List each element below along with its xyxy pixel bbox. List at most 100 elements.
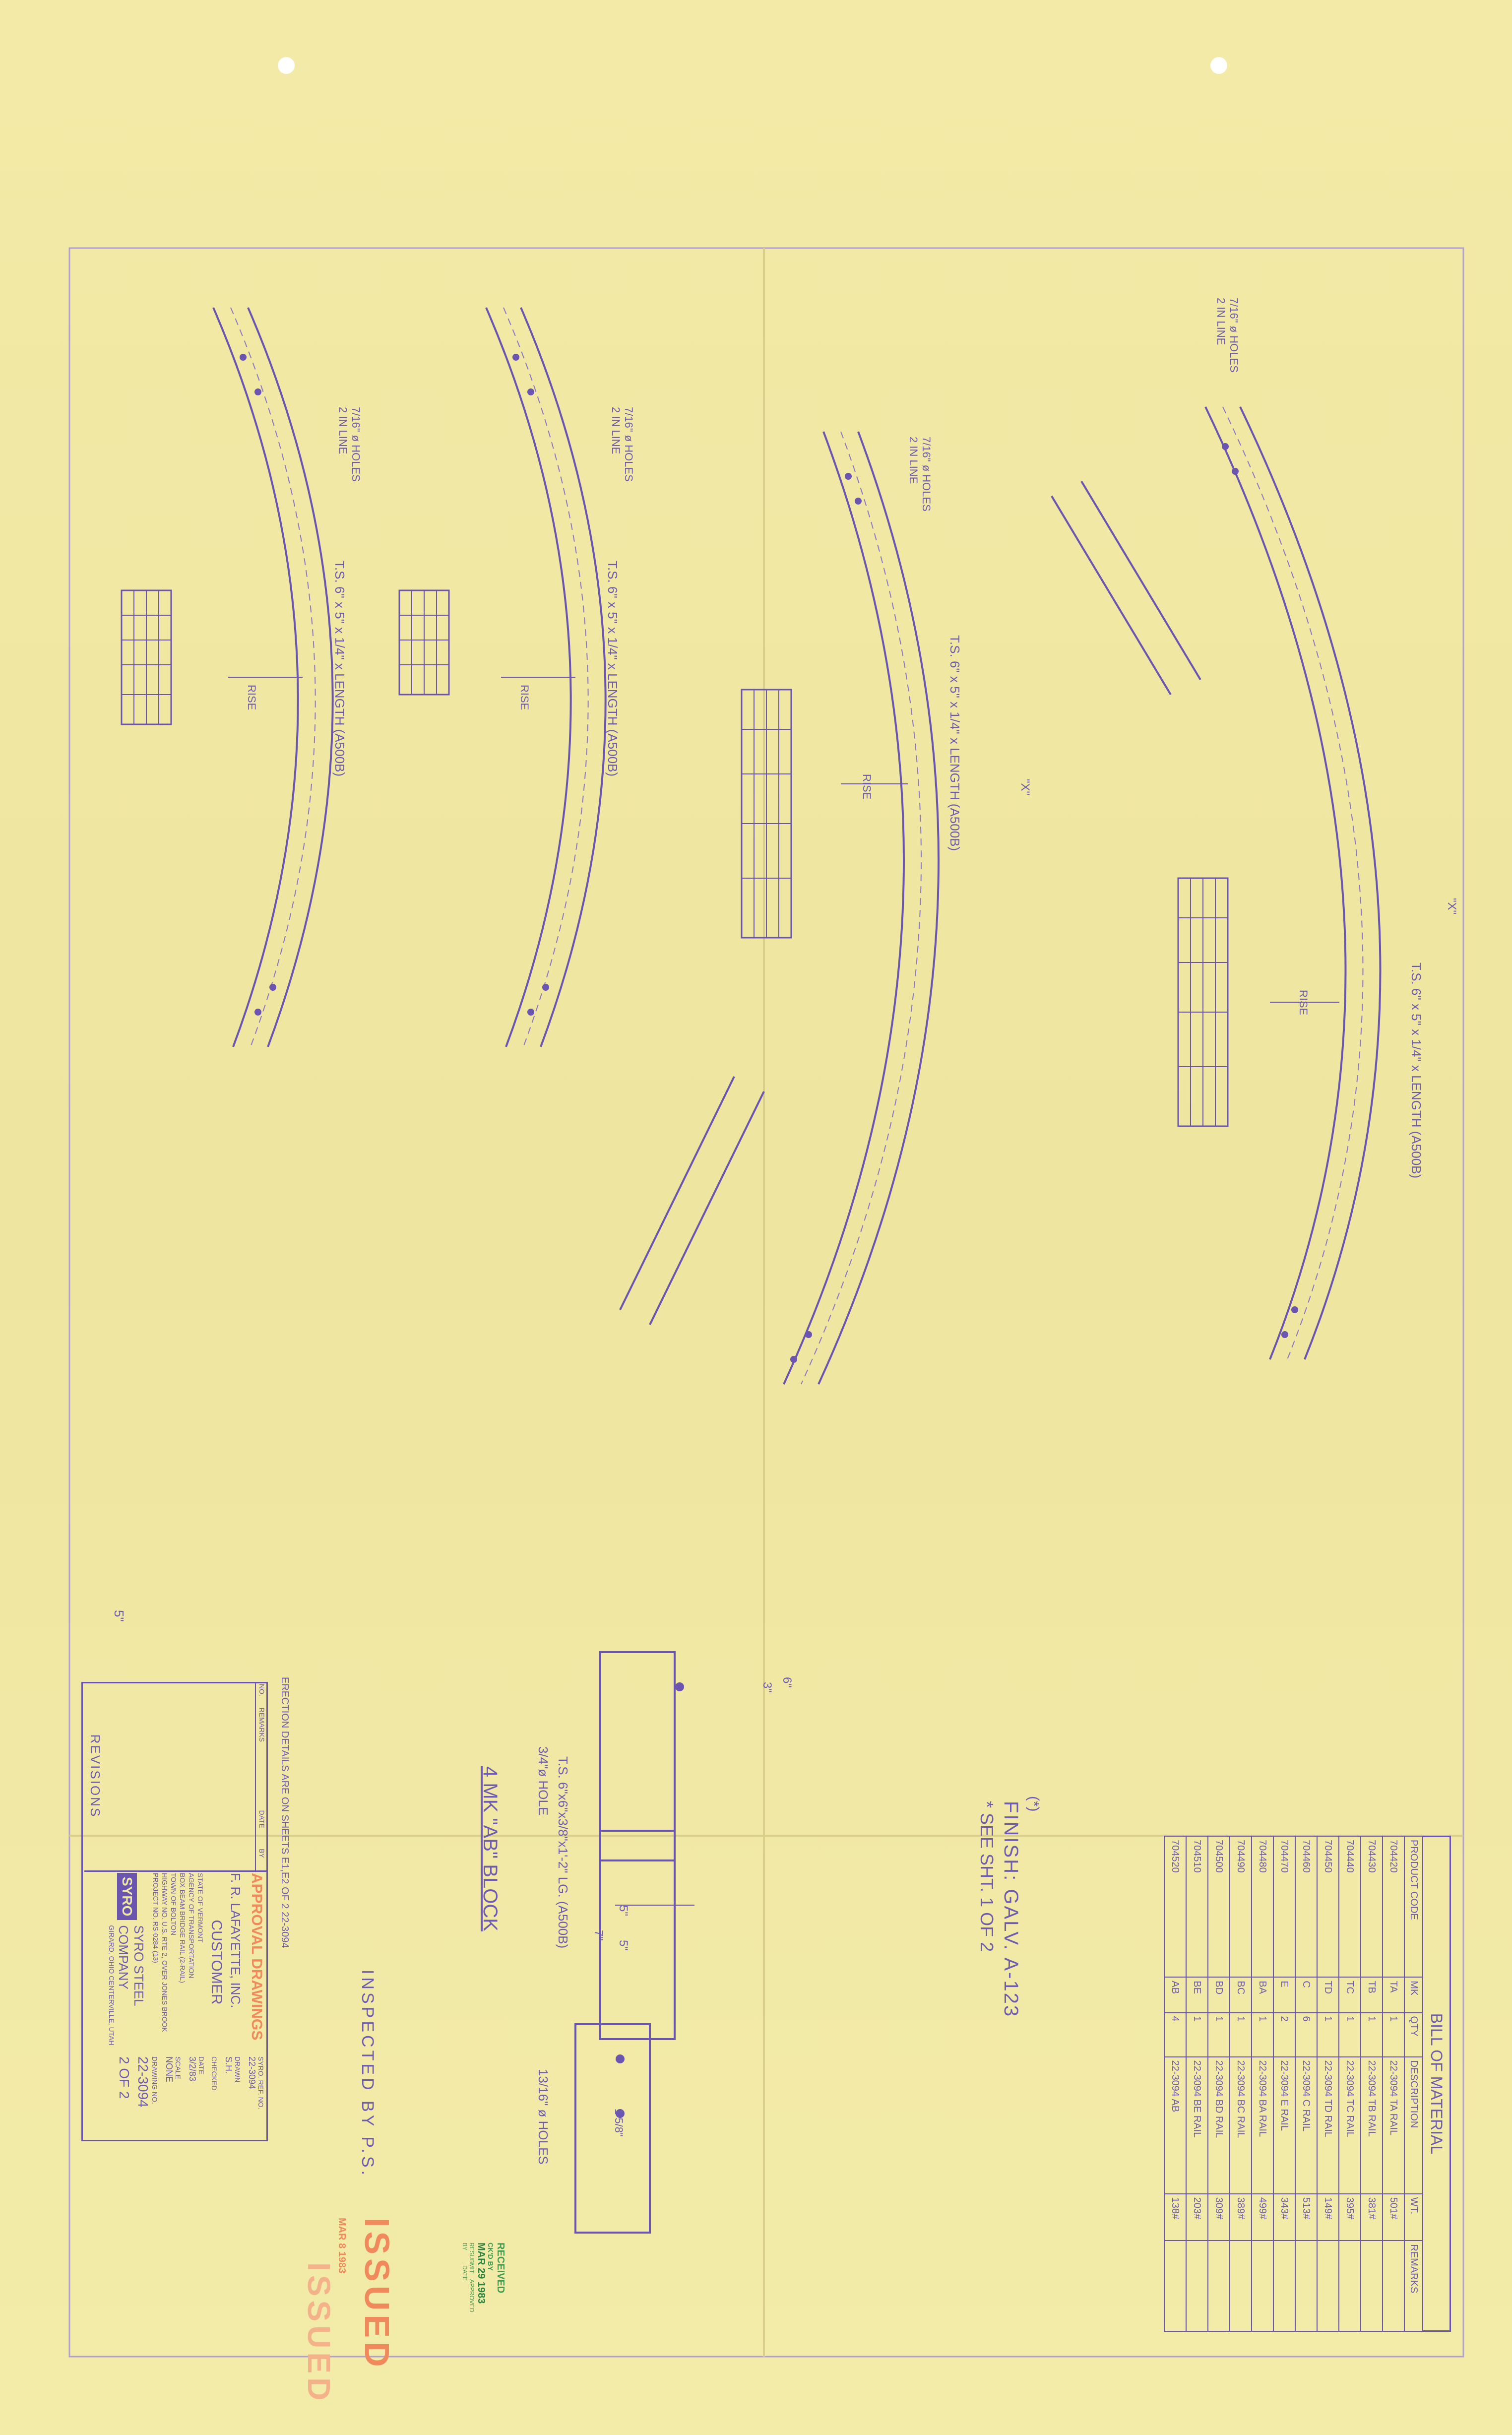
bom-cell: TB xyxy=(1361,1977,1383,2013)
revisions-table: NO. REMARKS DATE BY REVISIONS xyxy=(84,1682,268,1872)
bolt-hole xyxy=(254,1009,261,1016)
drawing-number: 22-3094 xyxy=(135,2056,151,2108)
drawing-date: 3/2/83 xyxy=(188,2056,197,2082)
rail-1-holes-sub: 2 IN LINE xyxy=(337,407,349,454)
rail-4-x: "X" xyxy=(1445,898,1458,915)
rail-1-rise: RISE xyxy=(246,685,258,710)
punch-hole xyxy=(1210,57,1227,74)
bom-cell: BE xyxy=(1186,1977,1208,2013)
block-dim-1-5-8: 1 5/8" xyxy=(613,2109,625,2137)
block-holes-note: 13/16" ø HOLES xyxy=(536,2069,551,2165)
block-dim-3: 3" xyxy=(760,1682,774,1693)
bom-header-cell: WT. xyxy=(1404,2193,1423,2241)
bom-cell: 389# xyxy=(1230,2193,1252,2241)
bom-cell xyxy=(1230,2241,1252,2331)
company-name: SYRO STEEL COMPANY xyxy=(116,1925,146,2006)
bom-cell: 343# xyxy=(1273,2193,1295,2241)
bolt-hole xyxy=(269,984,276,991)
bom-cell: AB xyxy=(1164,1977,1186,2013)
block-dim-7: 7" xyxy=(592,1930,605,1941)
rail-4-table xyxy=(1177,877,1229,1127)
bom-cell: 203# xyxy=(1186,2193,1208,2241)
border-frame xyxy=(68,247,1464,2358)
rail-1 xyxy=(212,307,334,1047)
project-line: STATE OF VERMONT xyxy=(196,1873,204,1943)
drawn-by: S.H. xyxy=(224,2056,234,2074)
finish-note: FINISH: GALV. A-123 xyxy=(1000,1801,1022,2018)
block-title: 4 MK "AB" BLOCK xyxy=(479,1766,501,1931)
block-ts-note: T.S. 6"x6"x3/8"x1'-2" LG. (A500B) xyxy=(556,1756,570,1949)
rail-2 xyxy=(485,307,607,1047)
block-hole xyxy=(675,1682,684,1691)
rail-4 xyxy=(1051,406,1382,1360)
rail-2-holes: 7/16" ø HOLES xyxy=(623,407,635,482)
date-label: DATE xyxy=(197,2056,205,2075)
bom-cell xyxy=(1273,2241,1295,2331)
bom-cell xyxy=(1383,2241,1404,2331)
bom-cell: 704470 xyxy=(1273,1836,1295,1978)
bom-header-cell: DESCRIPTION xyxy=(1404,2056,1423,2194)
bom-cell: 513# xyxy=(1295,2193,1317,2241)
bom-header-cell: MK xyxy=(1404,1977,1423,2013)
bom-cell: 704490 xyxy=(1230,1836,1252,1978)
rail-3-description: T.S. 6" x 5" x 1/4" x LENGTH (A500B) xyxy=(947,635,962,851)
bom-cell: 22-3094 E RAIL xyxy=(1273,2056,1295,2194)
bom-cell: 1 xyxy=(1317,2012,1339,2057)
rev-head-remarks: REMARKS xyxy=(258,1707,266,1742)
bom-header-cell: PRODUCT CODE xyxy=(1404,1836,1423,1978)
ckd-by-label: CK'D BY xyxy=(487,2243,495,2271)
rail-3-rise: RISE xyxy=(861,774,873,800)
rail-3 xyxy=(619,431,940,1385)
bom-title: BILL OF MATERIAL xyxy=(1423,1836,1451,2332)
drawing-info: SYRO. REF. NO. 22-3094 DRAWN S.H. CHECKE… xyxy=(116,2056,265,2133)
bom-cell xyxy=(1186,2241,1208,2331)
sheet-number: 2 OF 2 xyxy=(117,2056,132,2099)
bom-cell: 1 xyxy=(1208,2012,1230,2057)
bom-cell: TD xyxy=(1317,1977,1339,2013)
rail-3-table xyxy=(741,689,792,939)
rail-1-edge xyxy=(247,307,334,1047)
bom-cell: 1 xyxy=(1252,2012,1273,2057)
rail-4-holes: 7/16" ø HOLES xyxy=(1228,298,1240,373)
approval-drawings: APPROVAL DRAWINGS xyxy=(249,1873,265,2041)
bom-cell: 22-3094 TC RAIL xyxy=(1339,2056,1361,2194)
bom-cell: 381# xyxy=(1361,2193,1383,2241)
bom-cell: 149# xyxy=(1317,2193,1339,2241)
rail-2-rise: RISE xyxy=(518,685,531,710)
block-view-end xyxy=(574,2023,651,2234)
bom-cell: 501# xyxy=(1383,2193,1404,2241)
bom-cell: 704500 xyxy=(1208,1836,1230,1978)
drawing-scale: NONE xyxy=(164,2056,174,2083)
bom-cell xyxy=(1164,2241,1186,2331)
bom-cell: 2 xyxy=(1273,2012,1295,2057)
block-dim-5b: 5" xyxy=(617,1940,630,1951)
bom-header-cell: REMARKS xyxy=(1404,2241,1423,2331)
title-block: NO. REMARKS DATE BY REVISIONS APPROVAL D… xyxy=(81,1682,268,2141)
bom-cell: 704420 xyxy=(1383,1836,1404,1978)
block-views xyxy=(574,1651,694,2234)
bom-cell: BA xyxy=(1252,1977,1273,2013)
bom-cell: 1 xyxy=(1230,2012,1252,2057)
project-line: BOX BEAM BRIDGE RAIL (2-RAIL) xyxy=(179,1873,187,1983)
received-stamp: RECEIVED CK'D BY MAR 29 1983 RESUBMIT AP… xyxy=(461,2243,506,2312)
rail-4-holes-sub: 2 IN LINE xyxy=(1215,298,1227,345)
bom-cell xyxy=(1208,2241,1230,2331)
rail-3-x: "X" xyxy=(1018,779,1032,796)
bom-cell: 22-3094 C RAIL xyxy=(1295,2056,1317,2194)
rail-1-description: T.S. 6" x 5" x 1/4" x LENGTH (A500B) xyxy=(332,561,347,777)
block-hole-note: 3/4"ø HOLE xyxy=(536,1746,551,1816)
inspected-note: INSPECTED BY P.S. xyxy=(358,1970,377,2179)
rail-1-edge xyxy=(212,307,299,1047)
bom-cell: 309# xyxy=(1208,2193,1230,2241)
issued-stamp-faint: ISSUED xyxy=(301,2262,337,2405)
bom-cell: 4 xyxy=(1164,2012,1186,2057)
rail-3-holes: 7/16" ø HOLES xyxy=(920,437,933,512)
revisions-label: REVISIONS xyxy=(88,1734,103,1818)
bom-cell: 499# xyxy=(1252,2193,1273,2241)
bom-cell: 22-3094 BC RAIL xyxy=(1230,2056,1252,2194)
